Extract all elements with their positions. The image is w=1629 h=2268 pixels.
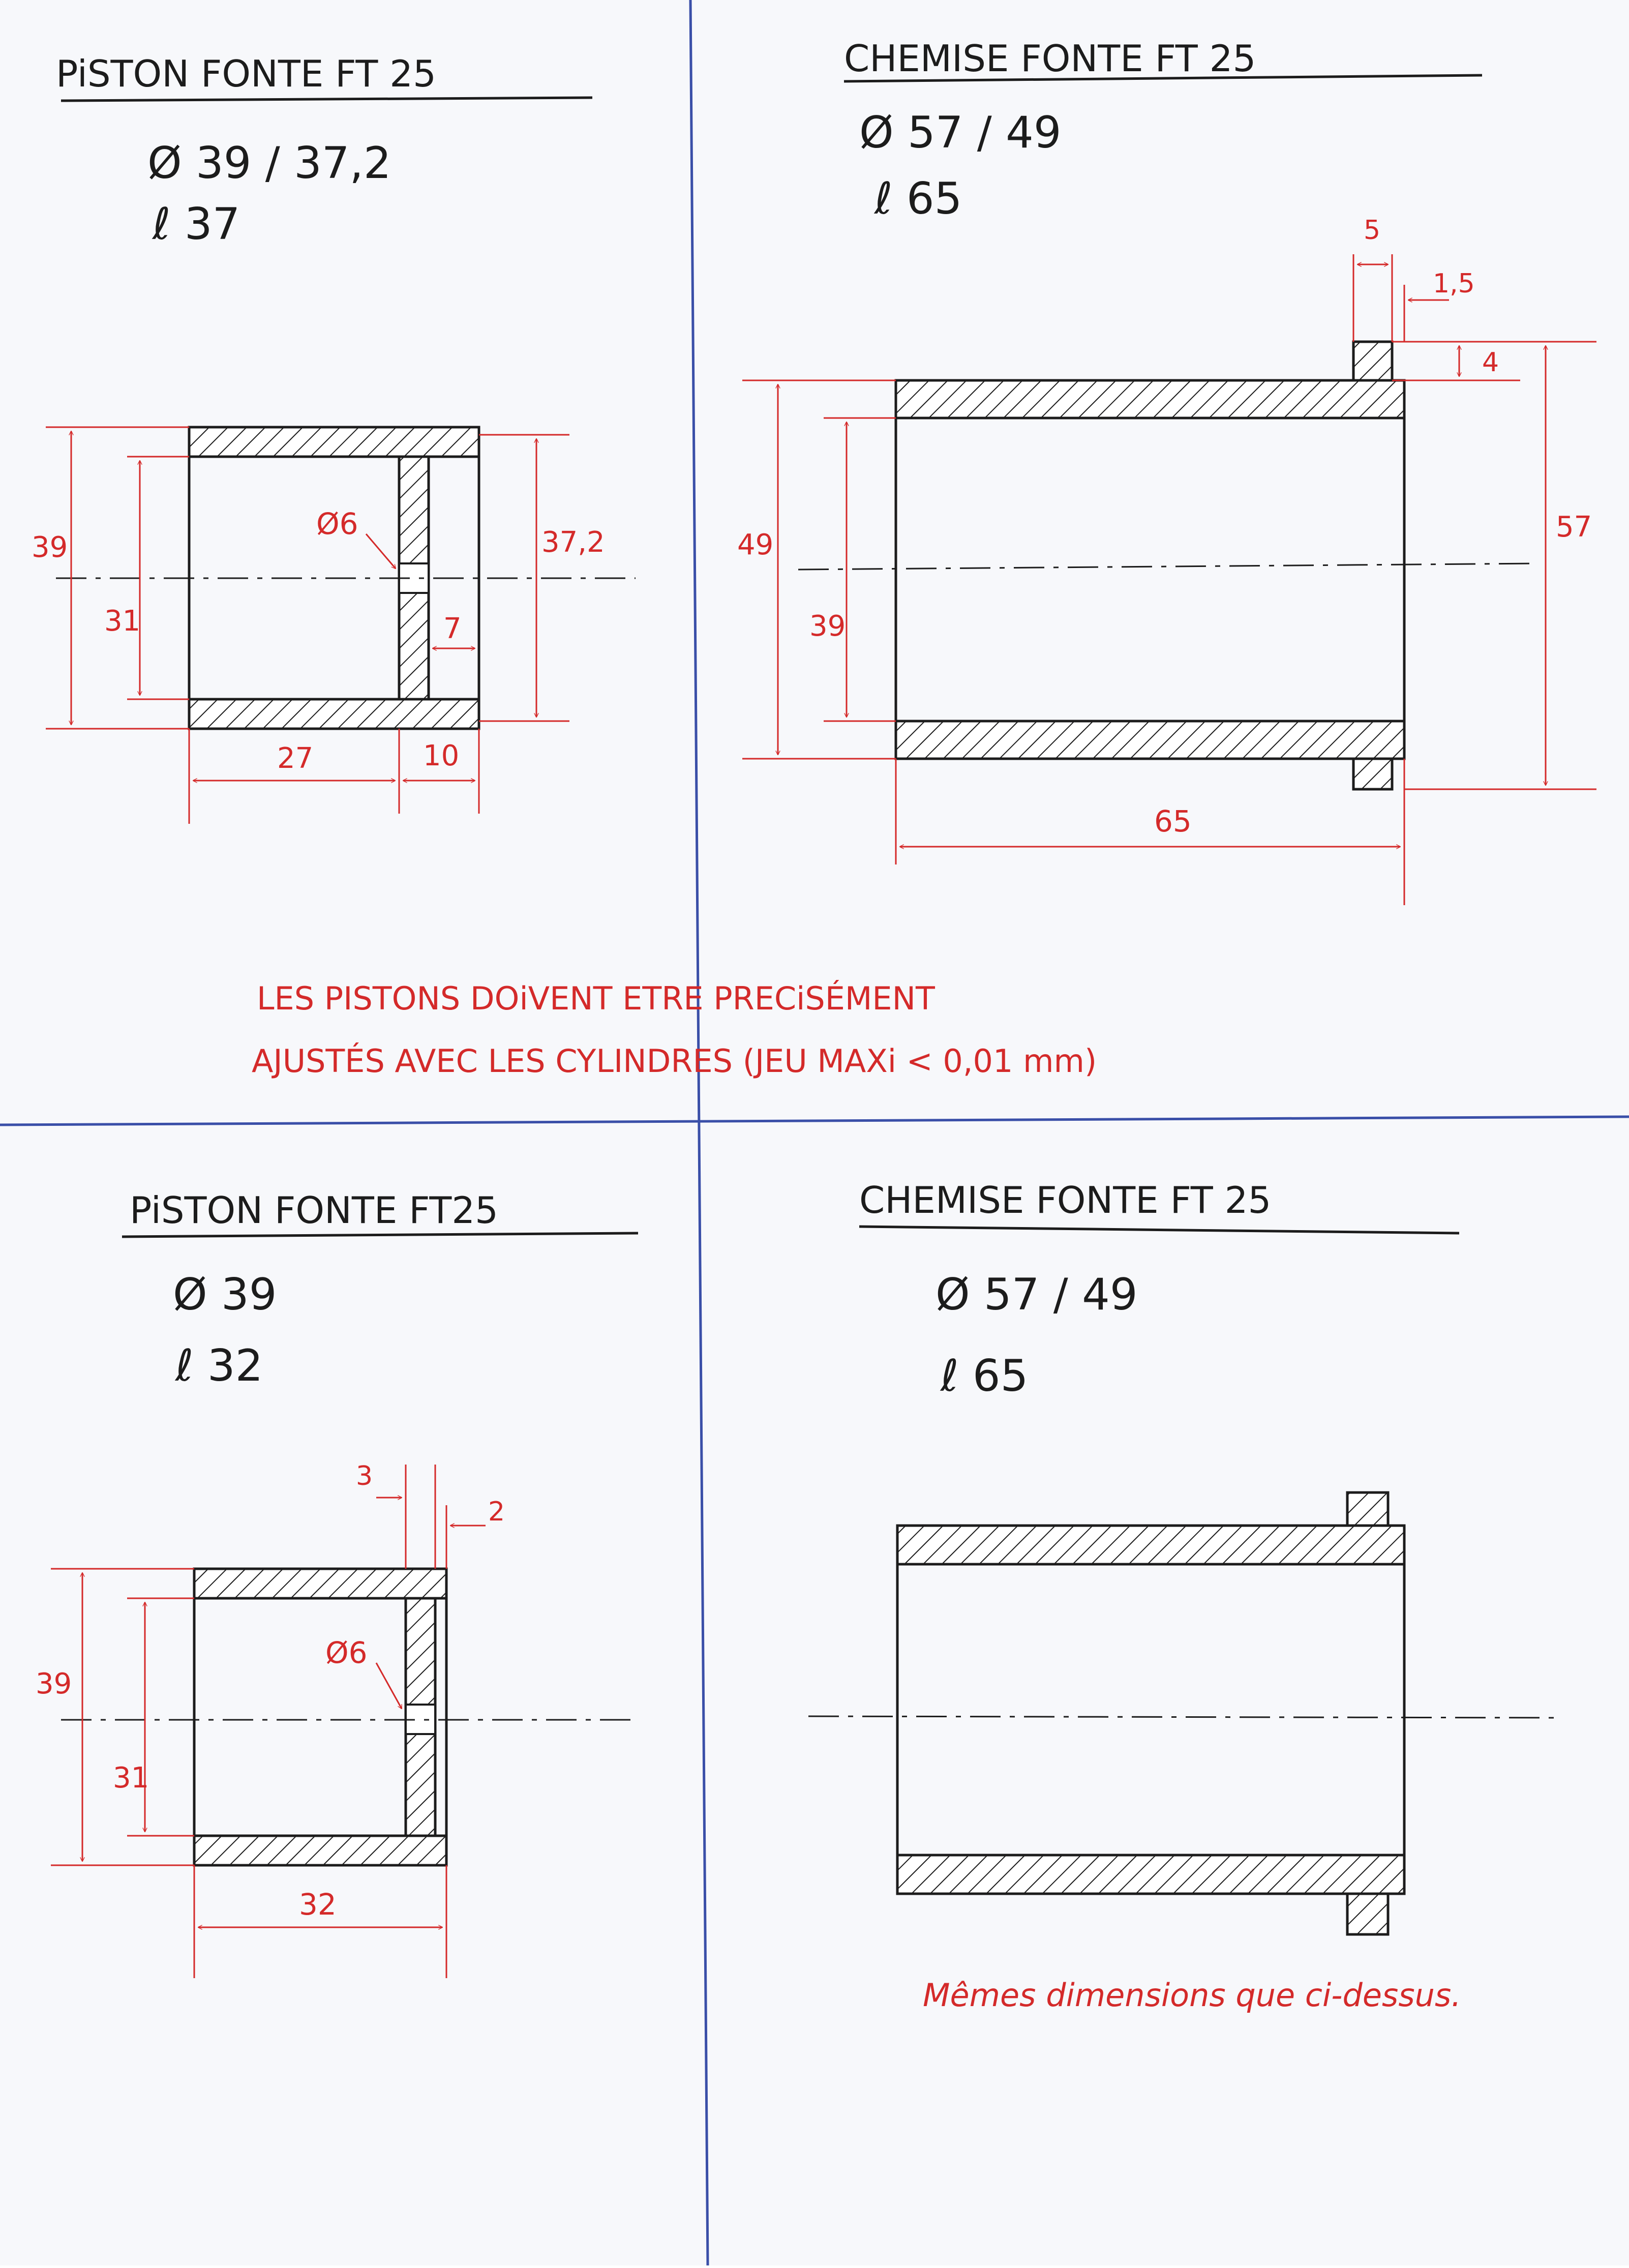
note-line-2: AJUSTÉS AVEC LES CYLINDRES (JEU MAXi < 0…: [252, 1042, 1097, 1080]
dim-inner-diameter: 31: [104, 605, 140, 638]
dim-outer-diameter: 49: [737, 528, 773, 561]
extension-lines: [46, 426, 569, 824]
dim-length-a: 27: [277, 742, 313, 775]
divider-vertical: [689, 0, 709, 2266]
liner-wall-top: [896, 1524, 1406, 1566]
piston-wall-bottom: [188, 698, 480, 730]
liner-flange-bottom: [1346, 1892, 1390, 1936]
panel-liner-bottom: CHEMISE FONTE FT 25 Ø 57 / 49 ℓ 65 Mêmes…: [808, 1179, 1556, 2014]
title-underline: [859, 1225, 1460, 1235]
dim-rear-diameter: 37,2: [541, 526, 605, 559]
fitting-note: LES PISTONS DOiVENT ETRE PRECiSÉMENT AJU…: [252, 980, 1097, 1080]
panel-piston-top: PiSTON FONTE FT 25 Ø 39 / 37,2 ℓ 37 39: [32, 52, 636, 824]
spec-diameter-liner-top: Ø 57 / 49: [859, 107, 1062, 158]
panel-liner-top: CHEMISE FONTE FT 25 Ø 57 / 49 ℓ 65 49: [737, 37, 1596, 905]
dim-hole-diameter: Ø6: [325, 1635, 368, 1670]
dim-outer-diameter: 39: [36, 1667, 72, 1700]
title-underline: [122, 1232, 639, 1238]
extension-lines: [51, 1465, 447, 1978]
piston-wall-bottom: [193, 1834, 448, 1867]
spec-length-liner-bottom: ℓ 65: [940, 1351, 1028, 1401]
dim-top-a: 3: [356, 1461, 373, 1491]
piston-wall-top: [188, 426, 480, 458]
piston-wall-top: [193, 1567, 448, 1600]
dim-flange-step: 1,5: [1433, 268, 1475, 299]
extension-lines: [742, 254, 1596, 905]
dimension-lines: [71, 431, 536, 781]
liner-flange-top: [1346, 1491, 1390, 1527]
dim-top-b: 2: [488, 1497, 505, 1527]
title-piston-bottom: PiSTON FONTE FT25: [130, 1189, 498, 1232]
spec-diameter-liner-bottom: Ø 57 / 49: [936, 1269, 1138, 1320]
spec-diameter-piston-bottom: Ø 39: [173, 1269, 277, 1320]
title-underline: [61, 96, 593, 102]
dim-hole-diameter: Ø6: [316, 506, 358, 541]
dim-inner-diameter: 39: [809, 610, 846, 643]
dim-outer-diameter: 39: [32, 531, 68, 564]
spec-diameter-piston-top: Ø 39 / 37,2: [147, 138, 391, 189]
dim-flange-width: 5: [1364, 215, 1380, 246]
centerline: [798, 562, 1536, 571]
dim-length-b: 10: [423, 739, 459, 772]
spec-length-piston-bottom: ℓ 32: [174, 1340, 263, 1391]
liner-wall-bottom: [894, 720, 1406, 760]
dim-flange-height: 4: [1482, 347, 1499, 378]
panel-piston-bottom: PiSTON FONTE FT25 Ø 39 ℓ 32 39 31 Ø6 3 2: [36, 1189, 639, 1978]
title-underline: [843, 74, 1483, 83]
liner-flange-top: [1352, 340, 1394, 382]
liner-wall-top: [894, 379, 1406, 420]
note-line-1: LES PISTONS DOiVENT ETRE PRECiSÉMENT: [257, 980, 936, 1017]
remark-same-dimensions: Mêmes dimensions que ci-dessus.: [923, 1977, 1461, 2014]
dim-length: 65: [1154, 804, 1192, 839]
title-liner-top: CHEMISE FONTE FT 25: [844, 37, 1256, 80]
liner-wall-bottom: [896, 1854, 1406, 1895]
divider-horizontal: [0, 1115, 1629, 1126]
centerline: [808, 1715, 1556, 1719]
dim-depth: 7: [443, 612, 462, 645]
dimension-lines: [82, 1498, 486, 1927]
spec-length-liner-top: ℓ 65: [873, 173, 962, 224]
title-piston-top: PiSTON FONTE FT 25: [56, 52, 436, 95]
spec-length-piston-top: ℓ 37: [152, 199, 240, 250]
dim-length: 32: [299, 1887, 337, 1922]
dim-flange-diameter: 57: [1556, 511, 1592, 544]
dimension-lines: [778, 264, 1546, 847]
dim-inner-diameter: 31: [113, 1762, 149, 1795]
title-liner-bottom: CHEMISE FONTE FT 25: [859, 1179, 1271, 1221]
liner-flange-bottom: [1352, 757, 1394, 791]
